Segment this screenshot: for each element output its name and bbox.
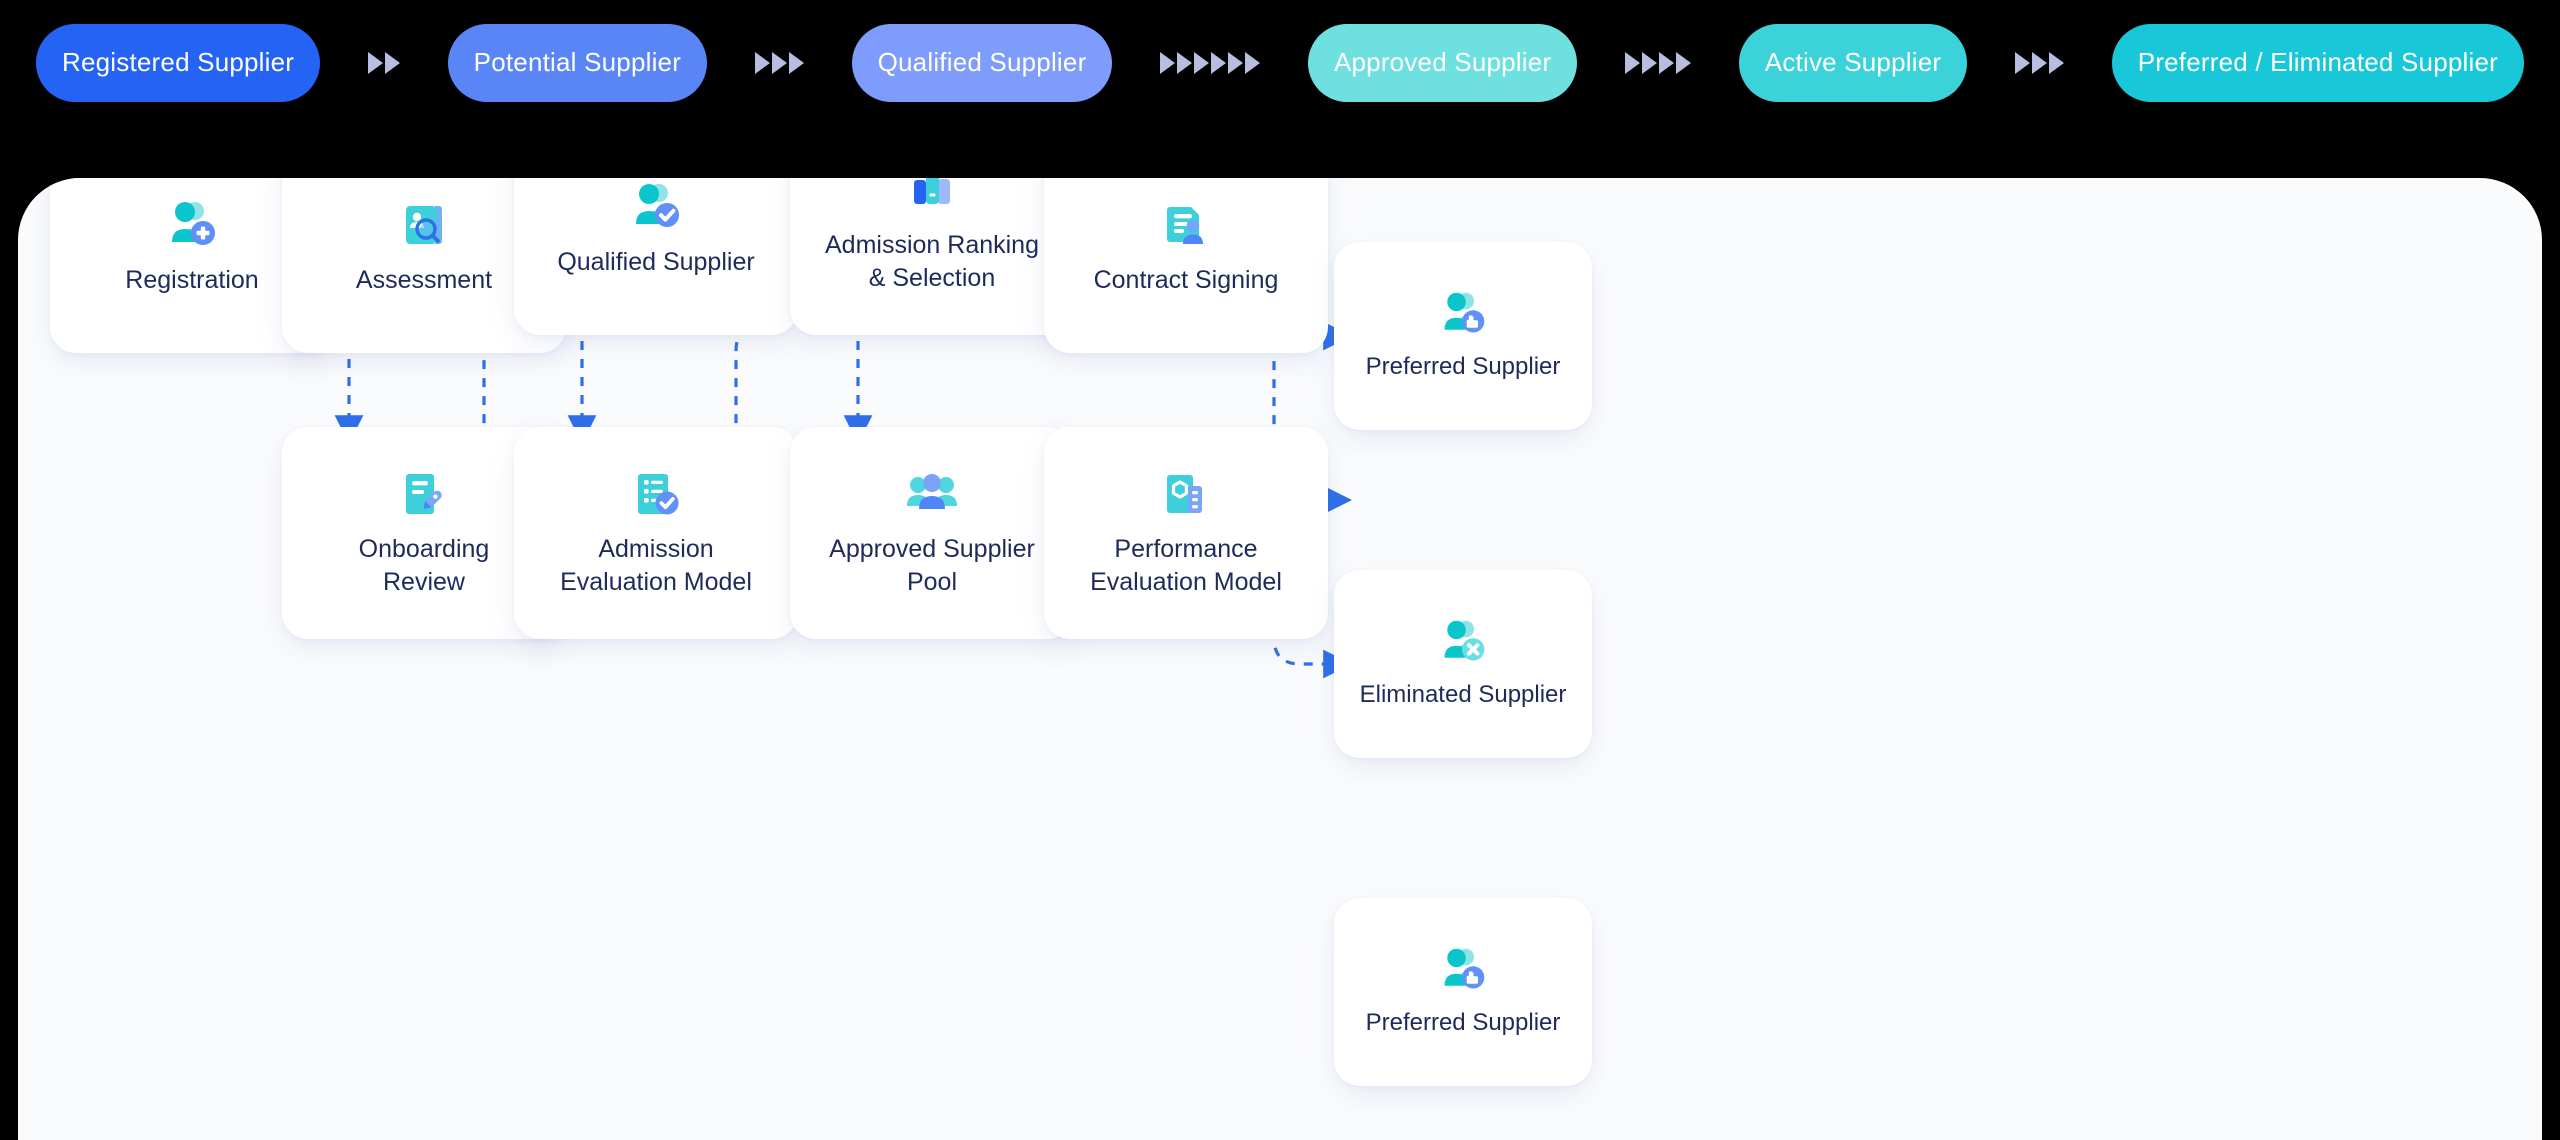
stage-separator-3: [1112, 24, 1308, 102]
card-eliminated-supplier[interactable]: Eliminated Supplier: [1334, 570, 1592, 758]
checklist-check-icon: [638, 474, 679, 515]
document-search-icon: [406, 474, 442, 514]
chevron-right-icon: [1177, 51, 1193, 74]
diagram-panel: Registration Assessment: [18, 178, 2542, 1140]
card-label: Assessment: [355, 265, 493, 294]
card-qualified-supplier[interactable]: Qualified Supplier: [514, 178, 798, 335]
settings-list-icon: [1167, 475, 1202, 513]
stage-pill-potential-supplier[interactable]: Potential Supplier: [447, 23, 708, 102]
chevron-right-icon: [1625, 51, 1641, 74]
card-label: Contract Signing: [1093, 265, 1279, 294]
chevron-right-icon: [384, 51, 400, 74]
card-label: Performance Evaluation Model: [1090, 535, 1282, 596]
chevron-right-icon: [1160, 51, 1176, 74]
card-preferred-supplier-top[interactable]: Preferred Supplier: [1334, 242, 1592, 430]
user-thumbsup-icon: [1444, 292, 1485, 333]
stage-pill-active-supplier[interactable]: Active Supplier: [1738, 23, 1968, 102]
profile-search-icon: [406, 205, 442, 244]
chevron-right-icon: [1642, 51, 1658, 74]
chevron-right-icon: [771, 51, 787, 74]
stage-separator-5: [1967, 24, 2112, 102]
chevron-right-icon: [2031, 51, 2047, 74]
card-label: Approved Supplier Pool: [829, 535, 1035, 596]
document-user-icon: [1167, 206, 1203, 244]
card-label: Preferred Supplier: [1365, 1009, 1561, 1037]
user-remove-icon: [1444, 620, 1485, 661]
card-label: Eliminated Supplier: [1359, 681, 1567, 709]
card-contract-signing[interactable]: Contract Signing: [1044, 178, 1328, 353]
user-check-icon: [636, 183, 679, 227]
card-label: Preferred Supplier: [1365, 353, 1561, 381]
chevron-right-icon: [2014, 51, 2030, 74]
card-performance-evaluation-model[interactable]: Performance Evaluation Model: [1044, 427, 1328, 639]
chevron-right-icon: [2048, 51, 2064, 74]
user-group-icon: [907, 474, 957, 509]
bar-chart-icon: [914, 178, 950, 204]
chevron-right-icon: [367, 51, 383, 74]
chevron-right-icon: [1211, 51, 1227, 74]
card-admission-ranking-selection[interactable]: Admission Ranking & Selection: [790, 178, 1074, 335]
stage-separator-1: [320, 24, 448, 102]
user-thumbsup-icon: [1444, 948, 1485, 989]
chevron-right-icon: [1245, 51, 1261, 74]
stage-pill-preferred-eliminated-supplier[interactable]: Preferred / Eliminated Supplier: [2111, 23, 2524, 102]
chevron-right-icon: [1676, 51, 1692, 74]
card-admission-evaluation-model[interactable]: Admission Evaluation Model: [514, 427, 798, 639]
card-label: Admission Ranking & Selection: [825, 231, 1039, 292]
chevron-right-icon: [1659, 51, 1675, 74]
card-label: Qualified Supplier: [557, 247, 755, 276]
user-add-icon: [172, 201, 215, 245]
card-label: Onboarding Review: [358, 535, 490, 596]
stage-separator-4: [1577, 24, 1739, 102]
chevron-right-icon: [1228, 51, 1244, 74]
chevron-right-icon: [754, 51, 770, 74]
stage-pill-approved-supplier[interactable]: Approved Supplier: [1307, 23, 1578, 102]
stage-separator-2: [707, 24, 852, 102]
card-preferred-supplier-bottom[interactable]: Preferred Supplier: [1334, 898, 1592, 1086]
card-label: Registration: [125, 265, 259, 294]
chevron-right-icon: [788, 51, 804, 74]
card-label: Admission Evaluation Model: [560, 535, 752, 596]
card-approved-supplier-pool[interactable]: Approved Supplier Pool: [790, 427, 1074, 639]
stage-pill-registered-supplier[interactable]: Registered Supplier: [36, 23, 321, 102]
stage-pill-qualified-supplier[interactable]: Qualified Supplier: [851, 23, 1113, 102]
chevron-right-icon: [1194, 51, 1210, 74]
stage-bar: Registered Supplier Potential Supplier Q…: [0, 0, 2560, 125]
